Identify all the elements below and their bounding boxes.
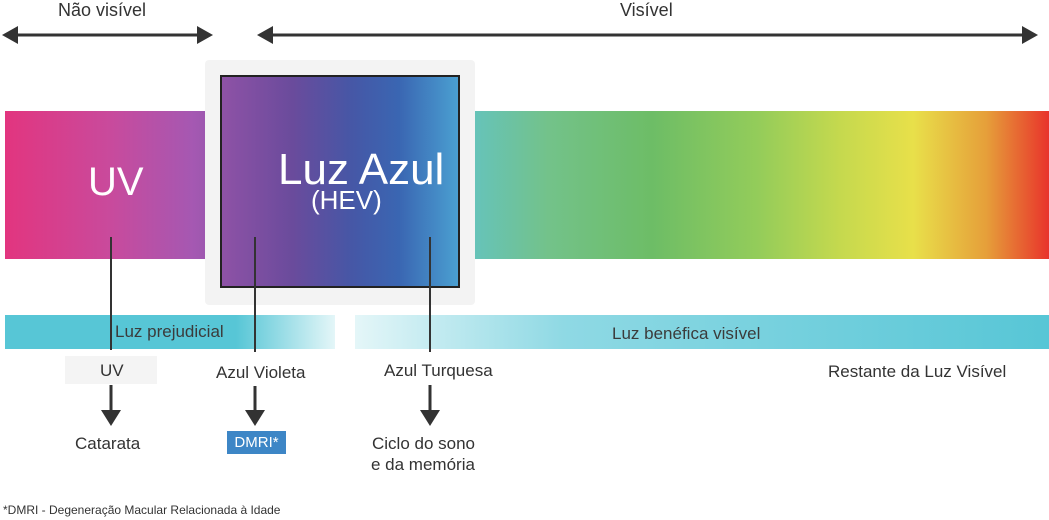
uv-title: UV <box>88 160 144 204</box>
effect-ciclo-line2: e da memória <box>371 455 475 474</box>
pointer-arrow-uv <box>101 237 121 426</box>
band-luz-benefica-label: Luz benéfica visível <box>612 324 761 343</box>
arrow-visivel <box>257 26 1038 44</box>
band-luz-prejudicial-label: Luz prejudicial <box>115 322 224 341</box>
light-spectrum-bar <box>5 111 1049 259</box>
uv-label-background <box>65 356 157 384</box>
effect-dmri-badge: DMRI* <box>227 431 286 454</box>
top-arrows <box>2 26 1038 44</box>
label-azul-violeta: Azul Violeta <box>216 363 306 382</box>
label-uv: UV <box>100 361 124 380</box>
luz-azul-title: Luz Azul <box>278 145 445 194</box>
effect-catarata: Catarata <box>75 434 141 453</box>
pointer-arrow-azul-violeta <box>245 237 265 426</box>
label-restante: Restante da Luz Visível <box>828 362 1007 381</box>
arrow-nao-visivel <box>2 26 213 44</box>
band-luz-prejudicial <box>5 315 335 349</box>
hev-box <box>220 75 460 288</box>
footnote: *DMRI - Degeneração Macular Relacionada … <box>3 503 281 517</box>
hev-subtitle: (HEV) <box>311 185 382 215</box>
label-azul-turquesa: Azul Turquesa <box>384 361 493 380</box>
label-visivel: Visível <box>620 0 673 20</box>
pointer-arrow-azul-turquesa <box>420 237 440 426</box>
band-luz-benefica <box>355 315 1049 349</box>
effect-ciclo-line1: Ciclo do sono <box>372 434 476 453</box>
label-nao-visivel: Não visível <box>58 0 147 20</box>
